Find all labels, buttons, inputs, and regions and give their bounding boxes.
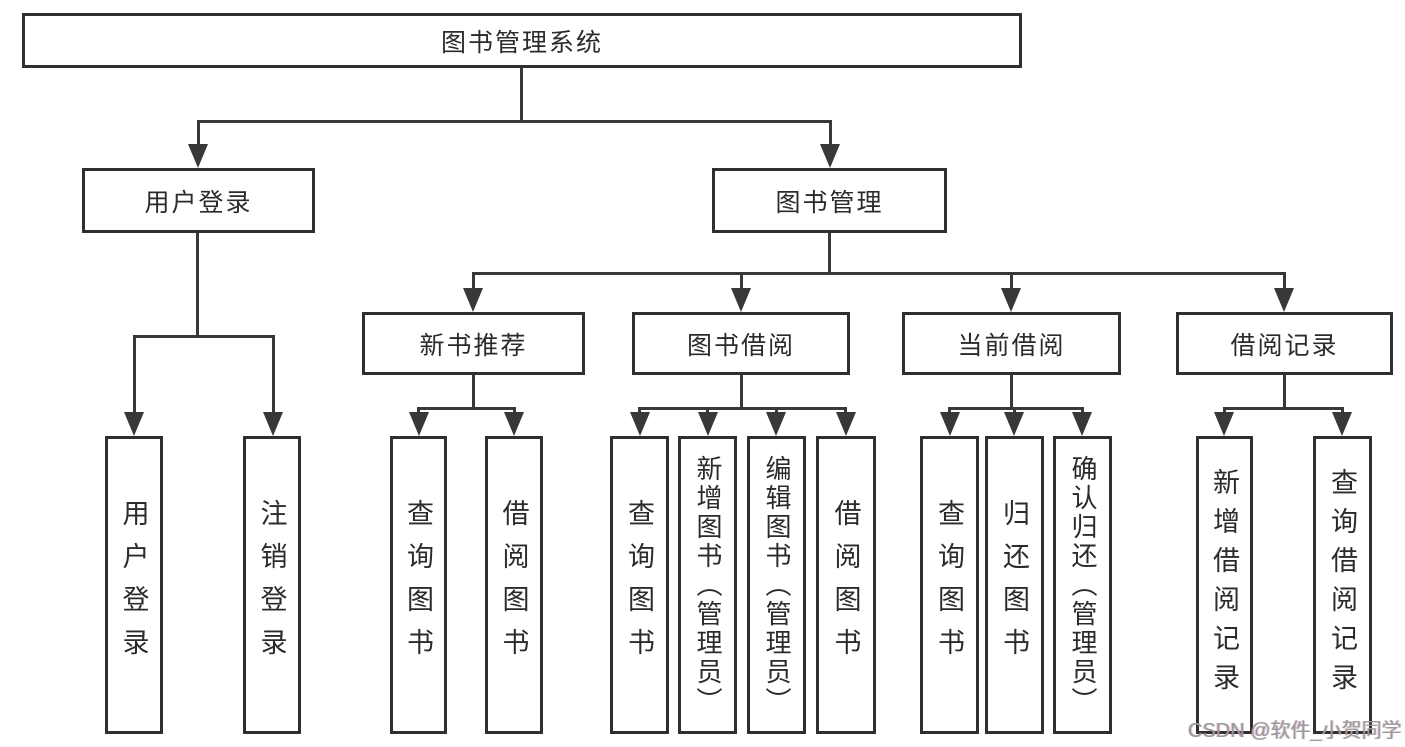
node-new-book-recommendation: 新书推荐	[362, 312, 585, 375]
arrowhead-to-current	[1001, 288, 1021, 312]
leaf-confirm-return-admin-label: 确认归还（管理员）	[1068, 454, 1097, 716]
connector-to-records	[1283, 272, 1286, 290]
node-current-borrowing-label: 当前借阅	[957, 332, 1066, 360]
connector-to-leaf-login	[133, 335, 136, 412]
arrowhead-recd-c1	[1214, 412, 1234, 436]
connector-login-stem	[196, 233, 199, 335]
leaf-user-login-label: 用户登录	[118, 499, 149, 671]
connector-current-split	[948, 407, 1084, 410]
leaf-query-books-current-label: 查询图书	[934, 499, 964, 671]
arrowhead-recd-c2	[1332, 412, 1352, 436]
connector-to-current	[1010, 272, 1013, 290]
leaf-query-books-borrowing-label: 查询图书	[624, 499, 654, 671]
connector-login-split	[133, 335, 275, 338]
connector-recommend-split	[417, 407, 516, 410]
arrowhead-cur-c3	[1072, 412, 1092, 436]
node-book-borrowing-label: 图书借阅	[686, 332, 795, 360]
leaf-logout: 注销登录	[243, 436, 301, 734]
node-book-management-label: 图书管理	[775, 189, 884, 217]
node-current-borrowing: 当前借阅	[902, 312, 1121, 375]
leaf-add-borrow-record: 新增借阅记录	[1196, 436, 1253, 734]
arrowhead-cur-c2	[1004, 412, 1024, 436]
leaf-user-login: 用户登录	[105, 436, 163, 734]
leaf-return-books: 归还图书	[985, 436, 1044, 734]
connector-root-stem	[520, 68, 523, 120]
node-book-management: 图书管理	[712, 168, 947, 233]
connector-recommend-stem	[472, 375, 475, 407]
leaf-query-books-recommend-label: 查询图书	[403, 499, 433, 671]
leaf-edit-book-admin: 编辑图书（管理员）	[747, 436, 806, 734]
leaf-edit-book-admin-label: 编辑图书（管理员）	[762, 454, 791, 716]
leaf-return-books-label: 归还图书	[999, 499, 1029, 671]
leaf-confirm-return-admin: 确认归还（管理员）	[1053, 436, 1112, 734]
arrowhead-to-records	[1274, 288, 1294, 312]
node-borrowing-records: 借阅记录	[1176, 312, 1393, 375]
leaf-add-book-admin-label: 新增图书（管理员）	[693, 454, 722, 716]
connector-root-split	[197, 120, 832, 123]
connector-to-recommend	[472, 272, 475, 290]
leaf-logout-label: 注销登录	[256, 499, 287, 671]
node-user-login: 用户登录	[82, 168, 315, 233]
arrowhead-to-leaf-login	[124, 412, 144, 436]
arrowhead-cur-c1	[940, 412, 960, 436]
arrowhead-bor-c2	[698, 412, 718, 436]
arrowhead-bor-c4	[836, 412, 856, 436]
node-user-login-label: 用户登录	[144, 189, 253, 217]
arrowhead-to-borrowing	[731, 288, 751, 312]
node-root: 图书管理系统	[22, 13, 1022, 68]
arrowhead-rec-c2	[504, 412, 524, 436]
leaf-query-books-recommend: 查询图书	[390, 436, 447, 734]
leaf-query-books-current: 查询图书	[920, 436, 979, 734]
leaf-borrow-books-borrowing: 借阅图书	[816, 436, 876, 734]
leaf-query-books-borrowing: 查询图书	[610, 436, 669, 734]
leaf-add-borrow-record-label: 新增借阅记录	[1209, 468, 1239, 702]
node-book-borrowing: 图书借阅	[632, 312, 850, 375]
arrowhead-bor-c3	[766, 412, 786, 436]
arrowhead-to-book-management	[820, 144, 840, 168]
arrowhead-to-user-login	[188, 144, 208, 168]
arrowhead-to-leaf-logout	[263, 412, 283, 436]
leaf-add-book-admin: 新增图书（管理员）	[678, 436, 737, 734]
connector-to-leaf-logout	[272, 335, 275, 412]
connector-records-stem	[1283, 375, 1286, 407]
connector-to-user-login	[197, 120, 200, 148]
arrowhead-bor-c1	[630, 412, 650, 436]
connector-borrowing-stem	[740, 375, 743, 407]
connector-borrowing-split	[638, 407, 847, 410]
leaf-borrow-books-recommend: 借阅图书	[485, 436, 543, 734]
node-borrowing-records-label: 借阅记录	[1230, 332, 1339, 360]
arrowhead-rec-c1	[409, 412, 429, 436]
connector-records-split	[1223, 407, 1344, 410]
connector-to-borrowing	[740, 272, 743, 290]
node-root-label: 图书管理系统	[440, 29, 603, 57]
node-new-book-recommendation-label: 新书推荐	[419, 332, 528, 360]
leaf-borrow-books-borrowing-label: 借阅图书	[830, 499, 861, 671]
leaf-query-borrow-record-label: 查询借阅记录	[1327, 468, 1357, 702]
leaf-query-borrow-record: 查询借阅记录	[1313, 436, 1372, 734]
leaf-borrow-books-recommend-label: 借阅图书	[498, 499, 529, 671]
connector-current-stem	[1010, 375, 1013, 407]
connector-manage-stem	[828, 233, 831, 272]
connector-manage-split	[472, 272, 1285, 275]
arrowhead-to-recommend	[463, 288, 483, 312]
watermark: CSDN @软件_小贺同学	[1188, 720, 1402, 742]
connector-to-book-management	[829, 120, 832, 148]
